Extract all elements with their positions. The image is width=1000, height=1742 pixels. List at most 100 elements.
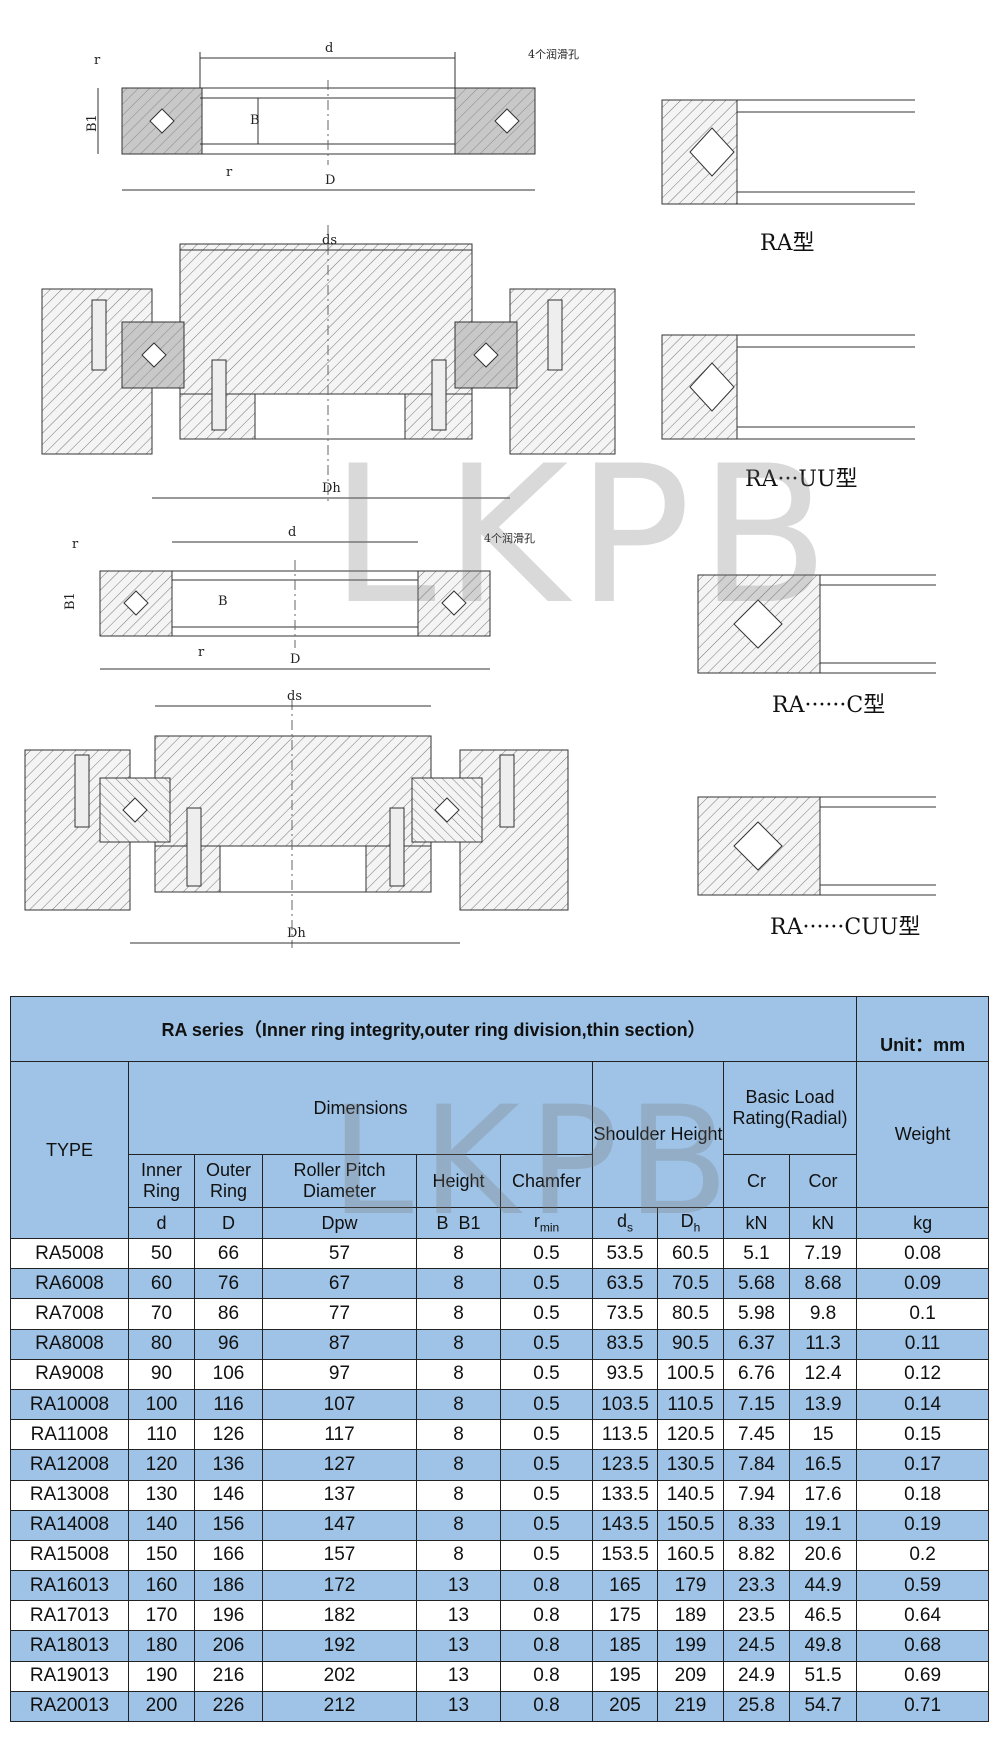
table-cell: 90.5 (657, 1328, 724, 1360)
table-cell: 0.12 (856, 1358, 990, 1390)
table-cell: RA16013 (10, 1570, 129, 1602)
table-cell: 133.5 (592, 1479, 658, 1511)
table-cell: 0.5 (500, 1328, 593, 1360)
table-cell: 12.4 (788, 1358, 858, 1390)
header-shoulder-height: Shoulder Height (592, 1061, 724, 1208)
table-cell: 110.5 (657, 1388, 724, 1421)
table-cell: 130 (128, 1479, 195, 1511)
table-cell: 219 (657, 1690, 724, 1723)
table-title-row: RA series（Inner ring integrity,outer rin… (9, 996, 990, 1062)
symbol-dh-base: D (680, 1211, 694, 1232)
table-cell: 160 (128, 1570, 195, 1602)
symbol-ds-sub: s (627, 1220, 633, 1235)
header-load-rating: Basic Load Rating(Radial) (722, 1061, 858, 1155)
table-cell: 182 (262, 1600, 417, 1632)
dim-label-big-d: D (325, 173, 335, 188)
table-cell: RA13008 (10, 1479, 129, 1511)
table-cell: 0.8 (500, 1690, 593, 1723)
table-cell: 165 (592, 1570, 658, 1602)
table-cell: 192 (262, 1630, 417, 1662)
table-cell: 11.3 (788, 1328, 858, 1360)
header-row-2: Inner Ring Outer Ring Roller Pitch Diame… (10, 1154, 989, 1208)
dim-label-d: d (325, 41, 333, 56)
symbol-kg: kg (856, 1207, 990, 1239)
table-cell: RA19013 (10, 1660, 129, 1692)
table-cell: RA18013 (10, 1630, 129, 1662)
table-cell: RA14008 (10, 1509, 129, 1541)
symbol-ds-base: d (616, 1211, 627, 1232)
header-dimensions: Dimensions (128, 1061, 593, 1155)
table-cell: 140 (128, 1509, 195, 1541)
table-cell: 13 (416, 1630, 501, 1662)
symbol-big-d: D (194, 1207, 263, 1239)
dim-label-dh-bottom: Dh (287, 926, 306, 941)
table-cell: 226 (194, 1690, 263, 1723)
table-cell: 16.5 (788, 1449, 858, 1481)
table-cell: 146 (194, 1479, 263, 1511)
table-cell: RA20013 (10, 1690, 129, 1723)
table-cell: 13 (416, 1600, 501, 1632)
table-cell: 8.68 (788, 1268, 858, 1300)
ra-series-table-wrap: RA series（Inner ring integrity,outer rin… (9, 996, 990, 1723)
caption-ra-c: RA······C型 (772, 693, 885, 718)
symbol-dh: Dh (657, 1207, 724, 1239)
table-cell: 0.5 (500, 1539, 593, 1572)
table-cell: 66 (194, 1237, 263, 1270)
table-cell: 8 (416, 1237, 501, 1270)
table-cell: 5.1 (723, 1237, 790, 1270)
table-cell: 8 (416, 1509, 501, 1541)
table-cell: 185 (592, 1630, 658, 1662)
table-cell: RA5008 (10, 1237, 129, 1270)
table-cell: 80 (128, 1328, 195, 1360)
table-cell: 96 (194, 1328, 263, 1360)
table-cell: 140.5 (657, 1479, 724, 1511)
table-cell: 0.5 (500, 1419, 593, 1451)
dim-label-b1-mid: B1 (63, 592, 78, 610)
table-cell: 57 (262, 1237, 417, 1270)
table-cell: 0.19 (856, 1509, 990, 1541)
table-cell: RA12008 (10, 1449, 129, 1481)
table-cell: 13 (416, 1690, 501, 1723)
table-cell: 24.5 (723, 1630, 790, 1662)
symbol-dpw: Dpw (262, 1207, 417, 1239)
table-cell: 8 (416, 1449, 501, 1481)
technical-drawings: d B B1 D r r 4个润滑孔 ds D (24, 41, 936, 948)
table-cell: 67 (262, 1268, 417, 1300)
table-cell: RA15008 (10, 1539, 129, 1572)
table-cell: 15 (788, 1419, 858, 1451)
table-cell: 120 (128, 1449, 195, 1481)
table-cell: 19.1 (788, 1509, 858, 1541)
table-cell: 8.33 (723, 1509, 790, 1541)
table-cell: 8 (416, 1388, 501, 1421)
table-cell: 87 (262, 1328, 417, 1360)
table-cell: 77 (262, 1298, 417, 1330)
table-cell: 0.15 (856, 1419, 990, 1451)
table-cell: 0.59 (856, 1570, 990, 1602)
table-cell: 97 (262, 1358, 417, 1390)
table-cell: 23.3 (723, 1570, 790, 1602)
table-cell: 83.5 (592, 1328, 658, 1360)
table-cell: 0.68 (856, 1630, 990, 1662)
table-cell: 8.82 (723, 1539, 790, 1572)
table-cell: 60 (128, 1268, 195, 1300)
table-cell: 20.6 (788, 1539, 858, 1572)
table-cell: 199 (657, 1630, 724, 1662)
table-cell: 90 (128, 1358, 195, 1390)
table-cell: 8 (416, 1358, 501, 1390)
dim-label-big-d-mid: D (290, 652, 300, 667)
table-cell: 107 (262, 1388, 417, 1421)
table-cell: 100.5 (657, 1358, 724, 1390)
table-cell: 63.5 (592, 1268, 658, 1300)
table-cell: 120.5 (657, 1419, 724, 1451)
symbol-d: d (128, 1207, 195, 1239)
table-cell: 0.5 (500, 1479, 593, 1511)
profile-ra-uu: RA···UU型 (661, 334, 915, 492)
